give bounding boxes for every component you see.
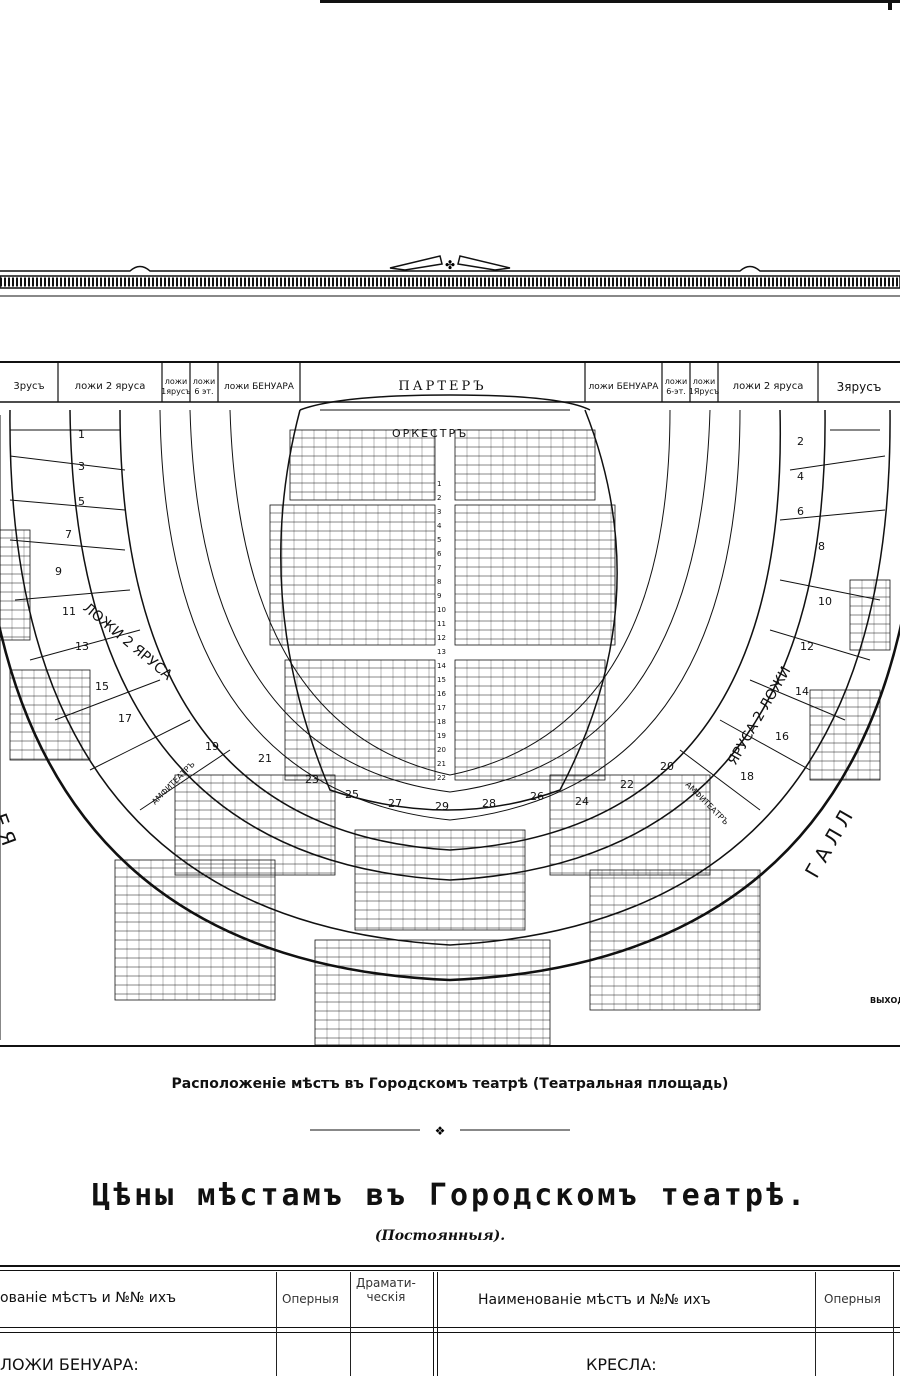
row-number: 14: [437, 662, 446, 670]
header-tier3-left: 3русъ: [13, 381, 45, 392]
box-number: 4: [797, 470, 804, 483]
plan-bottom-rule: [0, 1045, 900, 1047]
box-number: 15: [95, 680, 109, 693]
plan-top-ornament: ✤: [0, 255, 900, 272]
box-number: 17: [118, 712, 132, 725]
box-number: 3: [78, 460, 85, 473]
top-rule-corner: [888, 0, 892, 10]
box-number: 24: [575, 795, 589, 808]
box-number: 26: [530, 790, 544, 803]
header-boxes1-left: ложи 1ярусъ: [161, 377, 191, 396]
box-number: 8: [818, 540, 825, 553]
box-number: 6: [797, 505, 804, 518]
table-top-rule: [0, 1265, 900, 1271]
header-benoir-right: ложи БЕНУАРА: [588, 382, 659, 392]
row-number: 18: [437, 718, 446, 726]
price-subtitle: (Постоянныя).: [374, 1228, 506, 1244]
row-number: 21: [437, 760, 446, 768]
row-number: 5: [437, 536, 442, 544]
col-divider-2: [350, 1272, 351, 1376]
row-number: 22: [437, 774, 446, 782]
row-number: 15: [437, 676, 446, 684]
box-number: 13: [75, 640, 89, 653]
header-boxes2-left: ложи 2 яруса: [74, 381, 146, 392]
row-number: 10: [437, 606, 446, 614]
box-number: 1: [78, 428, 85, 441]
row-number: 6: [437, 550, 442, 558]
row-number: 16: [437, 690, 446, 698]
header-benoir-left: ложи БЕНУАРА: [224, 382, 294, 392]
col-divider-1: [276, 1272, 277, 1376]
table-row1-left: ЛОЖИ БЕНУАРА:: [0, 1355, 139, 1374]
svg-text:✤: ✤: [445, 258, 455, 272]
box-number: 20: [660, 760, 674, 773]
table-row1-right: КРЕСЛА:: [586, 1355, 657, 1374]
plan-caption: Расположеніе мѣстъ въ Городскомъ театрѣ …: [171, 1076, 729, 1092]
box-number: 27: [388, 797, 402, 810]
header-parterre: ПАРТЕРЪ: [398, 379, 487, 394]
row-number: 3: [437, 508, 442, 516]
table-left-drama-header: Драмати- ческія: [356, 1276, 416, 1304]
box-number: 10: [818, 595, 832, 608]
header-boxes2-right: ложи 2 яруса: [732, 381, 804, 392]
seating-plan: [0, 275, 900, 1046]
price-title: Цѣны мѣстамъ въ Городскомъ театрѣ.: [91, 1178, 809, 1213]
box-number: 18: [740, 770, 754, 783]
box-number: 29: [435, 800, 449, 813]
box-number: 21: [258, 752, 272, 765]
exit-label: ВЫХОДЪ: [870, 996, 900, 1005]
box-number: 23: [305, 773, 319, 786]
box-number: 11: [62, 605, 76, 618]
col-divider-4: [815, 1272, 816, 1376]
box-number: 22: [620, 778, 634, 791]
table-left-opera-header: Оперныя: [282, 1292, 339, 1306]
table-right-name-header: Наименованіе мѣстъ и №№ ихъ: [478, 1292, 711, 1308]
top-rule: [320, 0, 900, 3]
box-number: 9: [55, 565, 62, 578]
header-boxes6-left: ложи 6 эт.: [192, 377, 216, 396]
box-number: 2: [797, 435, 804, 448]
box-number: 25: [345, 788, 359, 801]
row-number: 13: [437, 648, 446, 656]
orchestra-label: ОРКЕСТРЪ: [392, 427, 469, 440]
row-number: 1: [437, 480, 442, 488]
col-divider-3: [433, 1272, 438, 1376]
box-number: 28: [482, 797, 496, 810]
row-number: 17: [437, 704, 446, 712]
row-number: 12: [437, 634, 446, 642]
row-number: 19: [437, 732, 446, 740]
table-right-opera-header: Оперныя: [824, 1292, 881, 1306]
table-header-rule: [0, 1327, 900, 1333]
row-number: 11: [437, 620, 446, 628]
header-boxes6-right: ложи 6-эт.: [664, 377, 688, 396]
row-number: 20: [437, 746, 446, 754]
box-number: 14: [795, 685, 809, 698]
header-boxes1-right: ложи 1Ярусъ: [688, 377, 720, 396]
box-number: 7: [65, 528, 72, 541]
row-number: 4: [437, 522, 442, 530]
box-number: 5: [78, 495, 85, 508]
box-number: 19: [205, 740, 219, 753]
row-number: 7: [437, 564, 442, 572]
row-number: 2: [437, 494, 442, 502]
svg-text:❖: ❖: [435, 1124, 446, 1138]
row-number: 8: [437, 578, 442, 586]
separator-ornament: ❖: [310, 1124, 570, 1138]
box-number: 16: [775, 730, 789, 743]
col-divider-5: [893, 1272, 894, 1376]
header-tier3-right: 3ярусъ: [836, 380, 882, 394]
row-number: 9: [437, 592, 442, 600]
table-left-name-header: ованіе мѣстъ и №№ ихъ: [0, 1290, 177, 1306]
box-number: 12: [800, 640, 814, 653]
